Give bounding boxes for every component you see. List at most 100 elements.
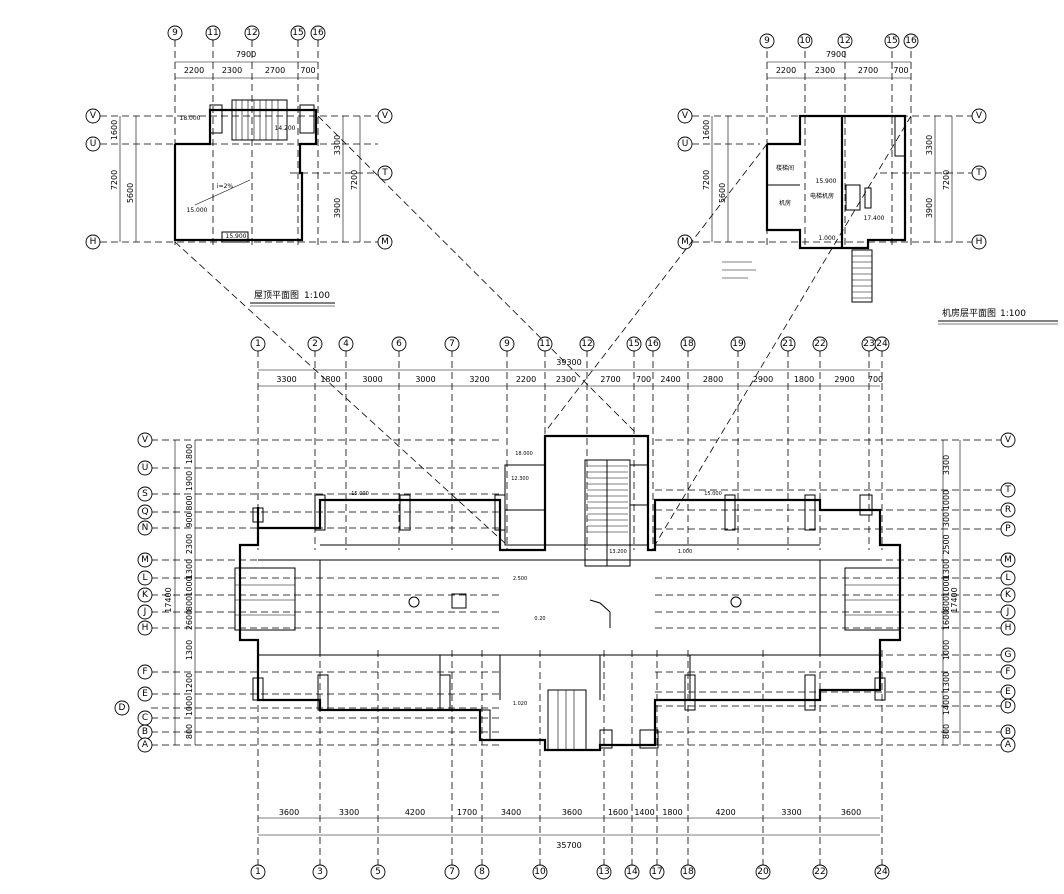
- svg-text:V: V: [976, 111, 983, 121]
- axis-bubble-left: D: [114, 700, 130, 716]
- axis-bubble-right: G: [1000, 647, 1016, 663]
- roof-axis-bubble: U: [85, 136, 101, 152]
- svg-text:14: 14: [626, 867, 638, 877]
- building-walls: [238, 434, 902, 752]
- machine-axis-bubble: V: [677, 108, 693, 124]
- axis-bubble-bottom: 7: [444, 864, 460, 880]
- axis-bubble-bottom: 3: [312, 864, 328, 880]
- svg-text:T: T: [381, 168, 388, 178]
- right-dim: 300: [942, 512, 951, 527]
- axis-bubble-right: M: [1000, 552, 1016, 568]
- left-dim: 2300: [185, 534, 194, 554]
- axis-bubble-top: 4: [338, 336, 354, 352]
- machine-axis-bubble: 10: [797, 33, 813, 49]
- roof-note-4: 15.900: [226, 233, 247, 240]
- roof-dim-4: 700: [300, 66, 315, 75]
- roof-left-dim-2: 7200: [110, 170, 119, 190]
- exterior-stair: [851, 249, 873, 303]
- top-total-dim: 39300: [556, 358, 581, 367]
- svg-text:M: M: [681, 237, 689, 247]
- axis-bubble-left: S: [137, 486, 153, 502]
- axis-bubble-right: P: [1000, 521, 1016, 537]
- plan-note: 15.000: [351, 491, 369, 497]
- axis-bubble-right: T: [1000, 482, 1016, 498]
- left-dim: 800: [185, 596, 194, 611]
- svg-text:H: H: [90, 237, 97, 247]
- svg-text:10: 10: [534, 867, 546, 877]
- svg-text:1: 1: [255, 339, 261, 349]
- top-dim: 2800: [703, 375, 723, 384]
- axis-bubble-left: L: [137, 570, 153, 586]
- svg-text:M: M: [141, 555, 149, 565]
- svg-text:R: R: [1005, 505, 1011, 515]
- roof-left-dim-1: 1600: [110, 120, 119, 140]
- svg-text:L: L: [142, 573, 147, 583]
- bottom-dim: 1800: [662, 808, 682, 817]
- machine-left-dim-1: 1600: [702, 120, 711, 140]
- axis-bubble-top: 9: [499, 336, 515, 352]
- right-total-dim: 17400: [950, 587, 959, 612]
- machine-axis-bubble: H: [971, 234, 987, 250]
- svg-text:16: 16: [312, 28, 324, 38]
- axis-bubble-left: V: [137, 432, 153, 448]
- svg-text:20: 20: [757, 867, 769, 877]
- axis-bubble-top: 12: [579, 336, 595, 352]
- plan-note: 1.000: [678, 549, 692, 555]
- roof-left-dim-3: 5600: [126, 183, 135, 203]
- svg-text:F: F: [142, 667, 147, 677]
- lower-stair: [547, 689, 587, 751]
- axis-bubble-left: J: [137, 604, 153, 620]
- top-dim: 2300: [556, 375, 576, 384]
- bottom-dim: 4200: [715, 808, 735, 817]
- left-dim: 2600: [185, 610, 194, 630]
- machine-axis-bubble: T: [971, 165, 987, 181]
- machine-axis-bubble: U: [677, 136, 693, 152]
- machine-left-dim-2: 7200: [702, 170, 711, 190]
- svg-text:B: B: [1005, 727, 1011, 737]
- machine-room-label: 楼梯间: [776, 164, 794, 172]
- svg-text:S: S: [142, 489, 148, 499]
- top-dim: 700: [868, 375, 883, 384]
- axis-bubble-right: K: [1000, 587, 1016, 603]
- machine-note: 15.900: [816, 178, 837, 185]
- top-dim: 1800: [794, 375, 814, 384]
- machine-room-label: 机房: [779, 199, 791, 207]
- machine-axis-bubble: 15: [884, 33, 900, 49]
- svg-text:11: 11: [207, 28, 218, 38]
- roof-note-2: 18.000: [180, 115, 201, 122]
- svg-text:8: 8: [479, 867, 485, 877]
- axis-bubble-top: 16: [645, 336, 661, 352]
- axis-bubble-top: 11: [537, 336, 553, 352]
- svg-text:12: 12: [246, 28, 257, 38]
- axis-bubble-right: H: [1000, 620, 1016, 636]
- axis-bubble-top: 1: [250, 336, 266, 352]
- columns: [252, 494, 886, 749]
- right-dim: 1600: [942, 610, 951, 630]
- left-dim: 1800: [185, 444, 194, 464]
- axis-bubble-right: L: [1000, 570, 1016, 586]
- svg-text:M: M: [381, 237, 389, 247]
- roof-plan: 7900 2200 2300 2700 700 1600 7200 5600 3…: [85, 25, 393, 307]
- roof-right-dim-2: 3900: [333, 198, 342, 218]
- svg-text:15: 15: [292, 28, 303, 38]
- svg-text:12: 12: [581, 339, 592, 349]
- bottom-total-dim: 35700: [556, 841, 581, 850]
- machine-dim-1: 2200: [776, 66, 796, 75]
- svg-text:22: 22: [814, 867, 825, 877]
- top-dim: 3000: [362, 375, 382, 384]
- axis-bubble-left: B: [137, 724, 153, 740]
- roof-plan-title: 屋顶平面图: [254, 290, 299, 301]
- left-dim: 1200: [185, 673, 194, 693]
- machine-dim-4: 700: [893, 66, 908, 75]
- left-dim: 1900: [185, 471, 194, 491]
- svg-text:10: 10: [799, 36, 811, 46]
- axis-bubble-right: E: [1000, 684, 1016, 700]
- roof-note-3: 14.200: [275, 125, 296, 132]
- roof-axis-bubble: T: [377, 165, 393, 181]
- right-dim: 800: [942, 596, 951, 611]
- axis-bubble-left: K: [137, 587, 153, 603]
- svg-text:18: 18: [682, 339, 694, 349]
- axis-bubble-left: U: [137, 460, 153, 476]
- plan-note: 0.20: [534, 616, 545, 622]
